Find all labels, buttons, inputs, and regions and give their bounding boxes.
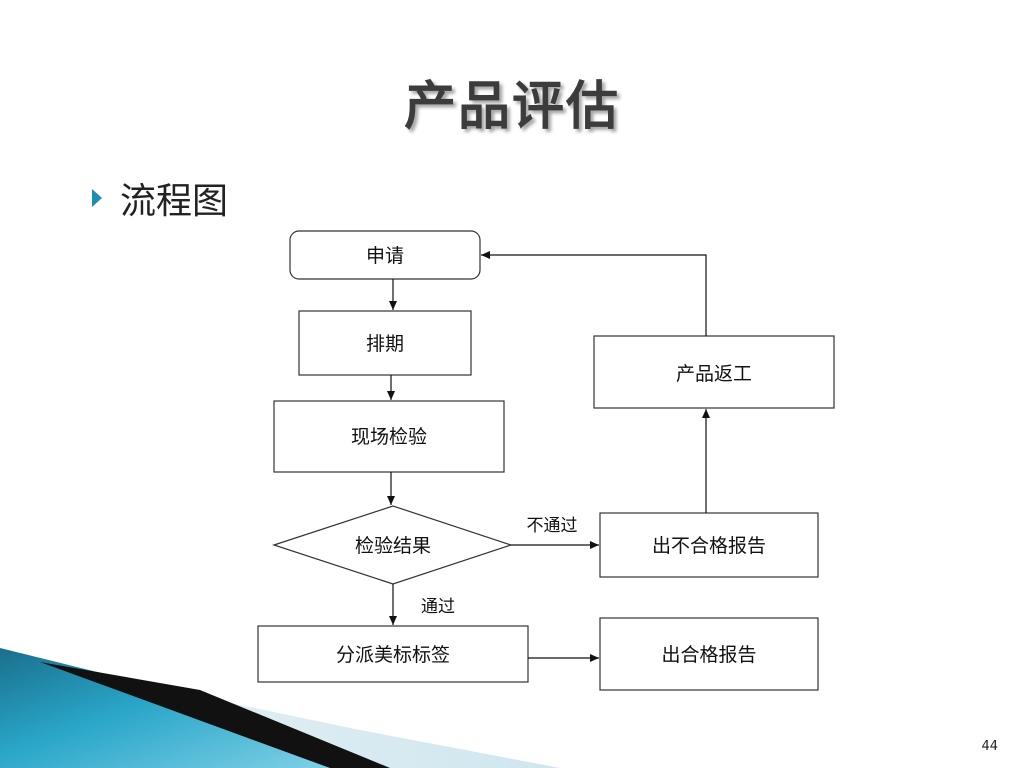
node-apply-label: 申请 <box>366 245 404 267</box>
node-label-label: 分派美标标签 <box>336 644 450 666</box>
bullet-text: 流程图 <box>120 181 229 222</box>
node-schedule-label: 排期 <box>366 333 404 355</box>
node-fail-report <box>599 512 819 578</box>
slide-title: 产品评估 <box>403 77 620 137</box>
edge-not-pass-label: 不通过 <box>527 516 578 535</box>
node-rework <box>593 335 835 409</box>
node-pass-report-label: 出合格报告 <box>661 644 756 666</box>
node-inspect <box>273 400 505 473</box>
bullet-triangle-icon <box>92 189 102 207</box>
node-apply <box>289 230 481 280</box>
swoosh-teal <box>0 648 330 768</box>
node-inspect-label: 现场检验 <box>351 426 427 448</box>
bullet-row: 流程图 <box>92 172 228 224</box>
node-fail-report-label: 出不合格报告 <box>652 535 766 557</box>
edge-pass-label: 通过 <box>421 597 455 616</box>
node-rework-label: 产品返工 <box>676 363 752 385</box>
node-schedule <box>298 310 472 376</box>
node-pass-report <box>599 617 819 691</box>
edge-rework-apply <box>481 251 707 336</box>
swoosh-dark <box>40 662 390 768</box>
node-label <box>257 625 529 683</box>
node-result-label: 检验结果 <box>355 535 431 557</box>
page-number: 44 <box>981 739 998 754</box>
